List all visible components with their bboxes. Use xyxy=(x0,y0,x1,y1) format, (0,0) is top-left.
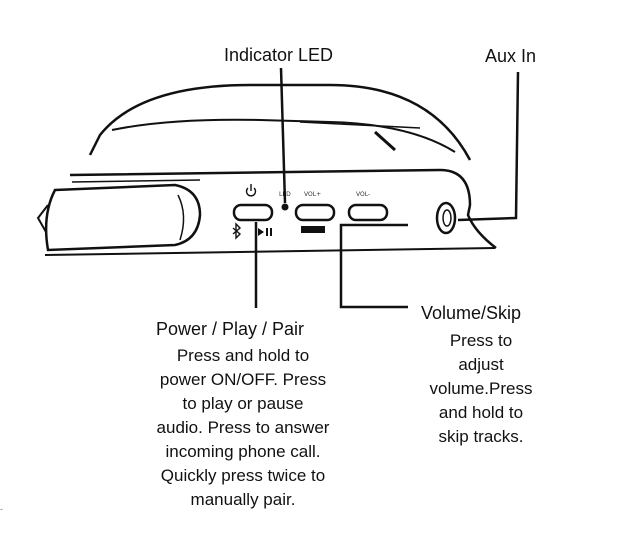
power-icon xyxy=(245,184,257,197)
earcup-body xyxy=(44,168,497,256)
indicator-led-leader xyxy=(279,67,287,204)
aux-in-label: Aux In xyxy=(485,46,537,66)
aux-jack xyxy=(435,201,457,235)
vol-minus-button[interactable] xyxy=(347,203,389,222)
vol-minus-marking: VOL- xyxy=(356,191,370,198)
vol-plus-button[interactable] xyxy=(294,203,336,222)
aux-in-leader xyxy=(457,71,520,222)
indicator-led xyxy=(281,203,289,211)
earcup-top xyxy=(88,83,472,161)
power-title: Power / Play / Pair xyxy=(156,319,305,339)
play-pause-icon xyxy=(258,228,272,236)
power-description: Press and hold to power ON/OFF. Press to… xyxy=(156,346,330,509)
vol-marker xyxy=(301,226,325,233)
volume-leader xyxy=(339,223,408,309)
volume-title: Volume/Skip xyxy=(421,303,522,323)
power-button[interactable] xyxy=(232,203,274,222)
callout-lines xyxy=(254,67,520,309)
indicator-led-label: Indicator LED xyxy=(224,45,334,65)
bluetooth-icon xyxy=(232,222,242,240)
volume-description: Press to adjust volume.Press and hold to… xyxy=(429,331,533,446)
edge-mark: - xyxy=(0,504,3,514)
vol-plus-marking: VOL+ xyxy=(304,191,321,198)
headband xyxy=(36,183,202,252)
